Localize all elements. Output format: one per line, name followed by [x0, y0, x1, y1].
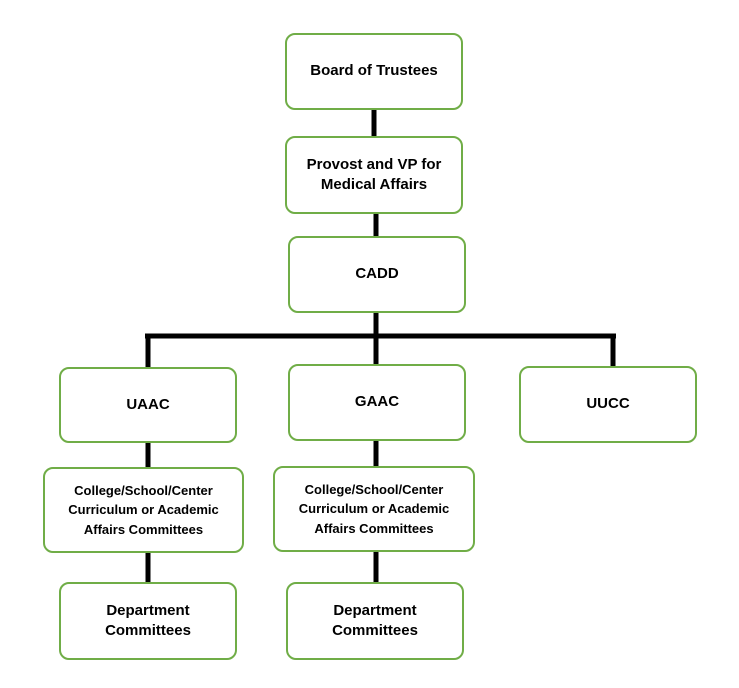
node-board-of-trustees: Board of Trustees	[285, 33, 463, 110]
node-department-committees-uaac: Department Committees	[59, 582, 237, 660]
node-college-committees-uaac: College/School/Center Curriculum or Acad…	[43, 467, 244, 553]
node-label: College/School/Center Curriculum or Acad…	[298, 481, 450, 536]
node-uaac: UAAC	[59, 367, 237, 443]
node-label: GAAC	[354, 393, 400, 411]
node-label: College/School/Center Curriculum or Acad…	[68, 482, 219, 537]
node-cadd: CADD	[288, 236, 466, 313]
node-label: CADD	[355, 265, 399, 283]
node-label: UAAC	[126, 395, 170, 413]
node-college-committees-gaac: College/School/Center Curriculum or Acad…	[273, 466, 475, 552]
node-uucc: UUCC	[519, 366, 697, 443]
node-label: UUCC	[586, 395, 630, 413]
node-label: Provost and VP for Medical Affairs	[306, 155, 442, 193]
node-label: Department Committees	[105, 601, 191, 639]
node-gaac: GAAC	[288, 364, 466, 441]
node-label: Board of Trustees	[310, 62, 438, 80]
node-department-committees-gaac: Department Committees	[286, 582, 464, 660]
node-provost: Provost and VP for Medical Affairs	[285, 136, 463, 214]
node-label: Department Committees	[332, 601, 418, 639]
